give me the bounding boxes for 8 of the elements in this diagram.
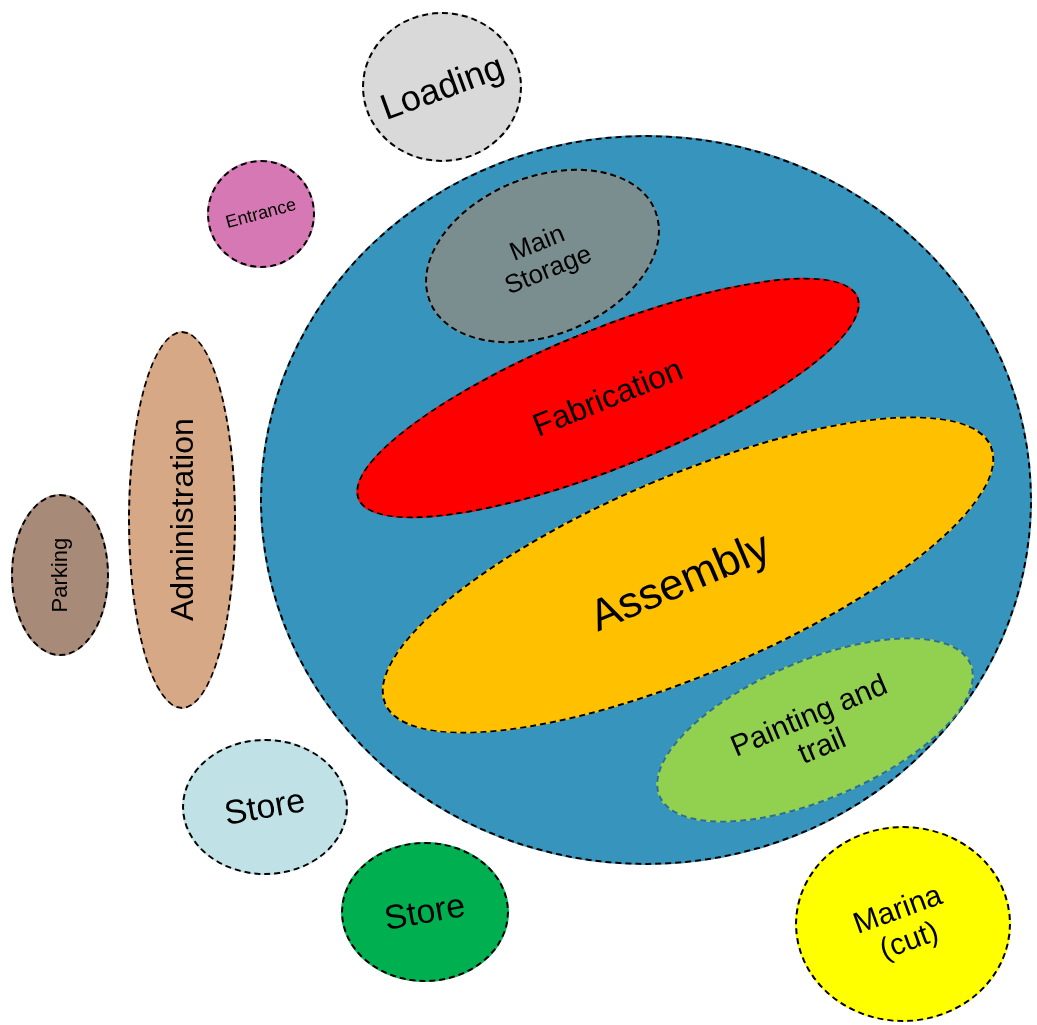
zone-label: Parking xyxy=(47,537,73,613)
zone-label: Entrance xyxy=(223,195,299,233)
zone-label: Store xyxy=(381,886,469,938)
zone-label: Loading xyxy=(375,46,509,128)
zone-label: Store xyxy=(221,781,309,833)
zone-label: Administration xyxy=(164,418,200,622)
zone-label: Marina (cut) xyxy=(847,876,948,968)
zone-label: Main Storage xyxy=(498,216,597,302)
